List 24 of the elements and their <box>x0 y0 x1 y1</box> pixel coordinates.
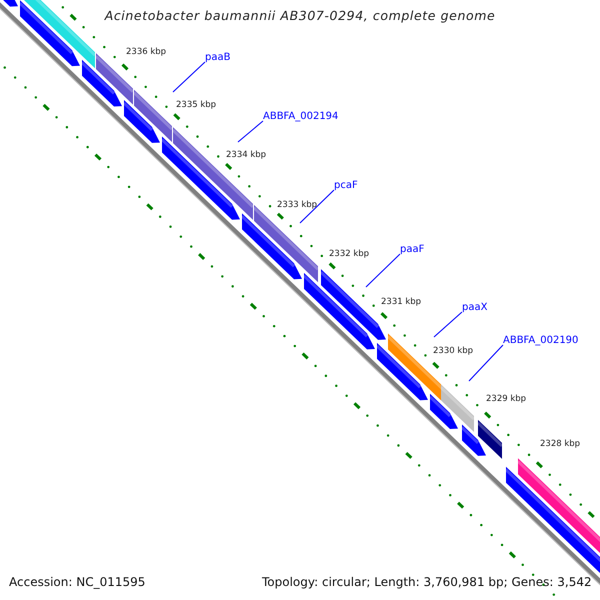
leader-line <box>172 62 206 92</box>
scale-label: 2329 kbp <box>486 395 526 405</box>
scale-label: 2334 kbp <box>226 151 266 161</box>
scale-label: 2333 kbp <box>277 201 318 211</box>
gene-label: pcaF <box>334 180 358 192</box>
scale-label: 2328 kbp <box>540 440 580 450</box>
scale-label: 2332 kbp <box>329 250 370 260</box>
gene-label: paaX <box>462 302 488 314</box>
gene-label: paaB <box>205 52 230 64</box>
gene-label: ABBFA_002190 <box>503 335 578 346</box>
scale-label: 2330 kbp <box>433 347 474 357</box>
leader-line <box>434 312 462 338</box>
leader-line <box>238 120 264 142</box>
leader-line <box>300 190 334 224</box>
info-text: Topology: circular; Length: 3,760,981 bp; Genes: 3,542 <box>262 576 592 590</box>
map-title: Acinetobacter baumannii AB307-0294, complete genome <box>104 9 496 24</box>
info-text: Accession: NC_011595 <box>9 576 146 590</box>
scale-label: 2331 kbp <box>381 298 422 308</box>
gene-label: ABBFA_002194 <box>263 111 338 122</box>
gene-label: paaF <box>400 244 424 256</box>
scale-label: 2336 kbp <box>126 48 166 58</box>
leader-line <box>366 254 400 288</box>
scale-label: 2335 kbp <box>176 101 216 111</box>
leader-line <box>468 344 504 382</box>
